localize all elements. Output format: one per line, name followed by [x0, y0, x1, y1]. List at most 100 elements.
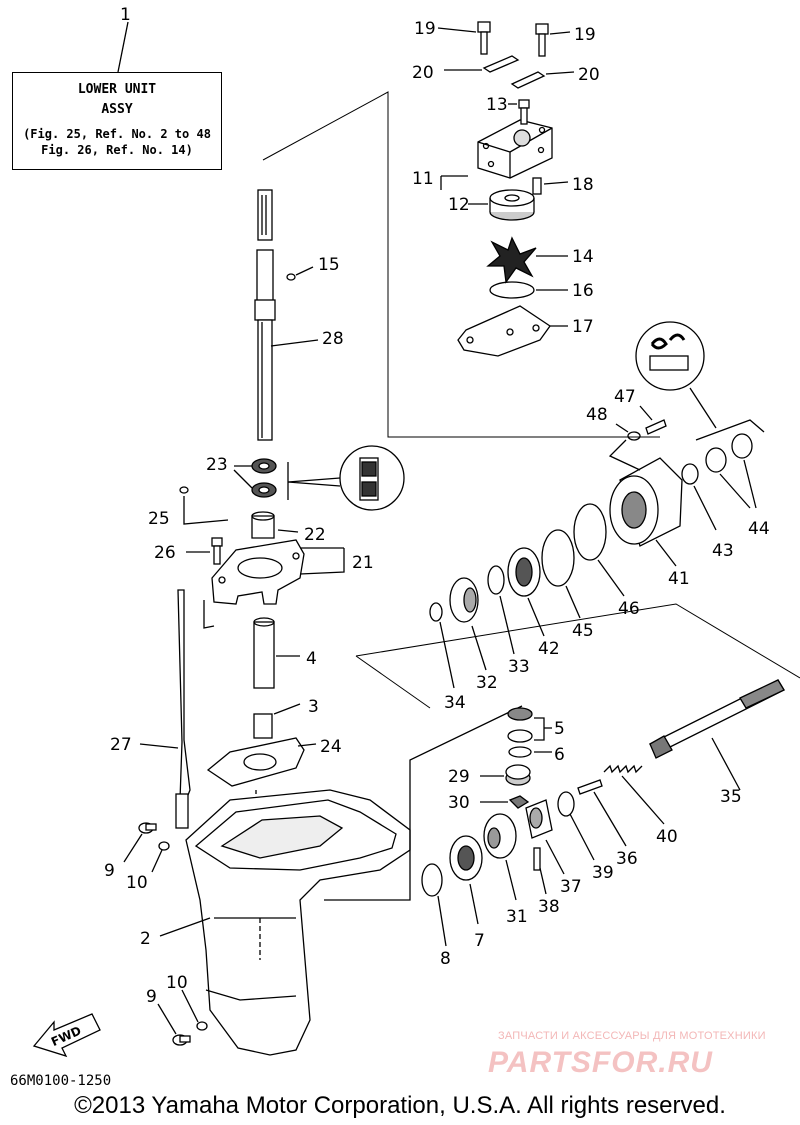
watermark-tagline: ЗАПЧАСТИ И АКСЕССУАРЫ ДЛЯ МОТОТЕХНИКИ: [498, 1030, 766, 1042]
label-line-1: LOWER UNIT: [77, 82, 157, 97]
callout-29: 29: [448, 767, 470, 787]
callout-45: 45: [572, 621, 594, 641]
callout-31: 31: [506, 907, 528, 927]
label-line-4: Fig. 26, Ref. No. 14): [41, 143, 193, 157]
o-ring-45: [541, 529, 575, 587]
callout-20-right: 20: [578, 65, 600, 85]
callout-23: 23: [206, 455, 228, 475]
shim-33: [487, 565, 505, 595]
callout-9-upper: 9: [104, 861, 115, 881]
gasket-24: [206, 737, 305, 787]
callout-18: 18: [572, 175, 594, 195]
callout-37: 37: [560, 877, 582, 897]
callout-26: 26: [154, 543, 176, 563]
pin-25: [179, 486, 189, 494]
o-ring-16: [489, 281, 535, 299]
housing-21: [211, 539, 305, 605]
bearing-housing-41: [609, 457, 683, 547]
shim-6: [508, 746, 532, 758]
pin-36: [577, 779, 603, 795]
oil-seal-23-upper: [251, 458, 277, 474]
insert-cartridge-12: [489, 189, 535, 221]
callout-15: 15: [318, 255, 340, 275]
callout-22: 22: [304, 525, 326, 545]
callout-17: 17: [572, 317, 594, 337]
label-line-2: ASSY: [101, 102, 133, 117]
bolt-19-left: [477, 21, 491, 55]
impeller-14: [486, 236, 537, 284]
callout-7: 7: [474, 931, 485, 951]
callout-19-left: 19: [414, 19, 436, 39]
callout-8: 8: [440, 949, 451, 969]
oil-seal-44a: [705, 447, 727, 473]
callout-32: 32: [476, 673, 498, 693]
callout-38: 38: [538, 897, 560, 917]
pin-38: [533, 847, 541, 871]
oil-seal-44b: [731, 433, 753, 459]
callout-40: 40: [656, 827, 678, 847]
bearing-5: [507, 707, 533, 743]
callout-20-left: 20: [412, 63, 434, 83]
callout-35: 35: [720, 787, 742, 807]
bolt-13: [518, 99, 530, 109]
callout-30: 30: [448, 793, 470, 813]
callout-12: 12: [448, 195, 470, 215]
callout-46: 46: [618, 599, 640, 619]
callout-1: 1: [120, 5, 131, 25]
copyright-notice: ©2013 Yamaha Motor Corporation, U.S.A. A…: [74, 1092, 726, 1119]
drive-shaft: [254, 189, 276, 441]
nut-30: [508, 795, 530, 809]
callout-43: 43: [712, 541, 734, 561]
water-pump-housing: [477, 119, 553, 179]
plate-20-left: [482, 55, 520, 73]
callout-25: 25: [148, 509, 170, 529]
shift-rod-27: [177, 589, 191, 801]
callout-4: 4: [306, 649, 317, 669]
shim-8: [421, 863, 443, 897]
o-ring-46: [573, 503, 607, 561]
callout-27: 27: [110, 735, 132, 755]
bolt-26: [211, 537, 223, 547]
callout-13: 13: [486, 95, 508, 115]
callout-47: 47: [614, 387, 636, 407]
callout-9-lower: 9: [146, 987, 157, 1007]
spring-40: [603, 764, 643, 774]
pin-15: [286, 273, 296, 281]
callout-42: 42: [538, 639, 560, 659]
bushing-22: [251, 515, 275, 539]
lower-case-2: [185, 789, 411, 1056]
callout-34: 34: [444, 693, 466, 713]
watermark-logo: PARTSFOR.RU: [488, 1046, 713, 1079]
washer-48: [627, 431, 641, 441]
washer-10-lower: [196, 1021, 208, 1031]
pinion-gear-29: [505, 764, 531, 786]
oil-seal-23-lower: [251, 482, 277, 498]
callout-33: 33: [508, 657, 530, 677]
callout-48: 48: [586, 405, 608, 425]
tube-4: [253, 621, 275, 689]
washer-10-upper: [158, 841, 170, 851]
bushing-43: [681, 463, 699, 485]
screw-9-upper: [138, 822, 157, 834]
circlip-34: [429, 602, 443, 622]
fwd-arrow-icon: [32, 1013, 101, 1058]
screw-9-lower: [172, 1034, 191, 1046]
reverse-gear-32: [449, 577, 479, 623]
callout-19-right: 19: [574, 25, 596, 45]
callout-5: 5: [554, 719, 565, 739]
callout-39: 39: [592, 863, 614, 883]
callout-41: 41: [668, 569, 690, 589]
callout-24: 24: [320, 737, 342, 757]
bearing-42: [507, 547, 541, 597]
callout-2: 2: [140, 929, 151, 949]
plate-20-right: [510, 71, 546, 89]
callout-10-lower: 10: [166, 973, 188, 993]
callout-36: 36: [616, 849, 638, 869]
callout-28: 28: [322, 329, 344, 349]
dowel-18: [532, 177, 542, 195]
ring-39: [557, 791, 575, 817]
bolt-19-right: [535, 23, 549, 57]
propeller-shaft-35: [649, 679, 785, 759]
callout-16: 16: [572, 281, 594, 301]
